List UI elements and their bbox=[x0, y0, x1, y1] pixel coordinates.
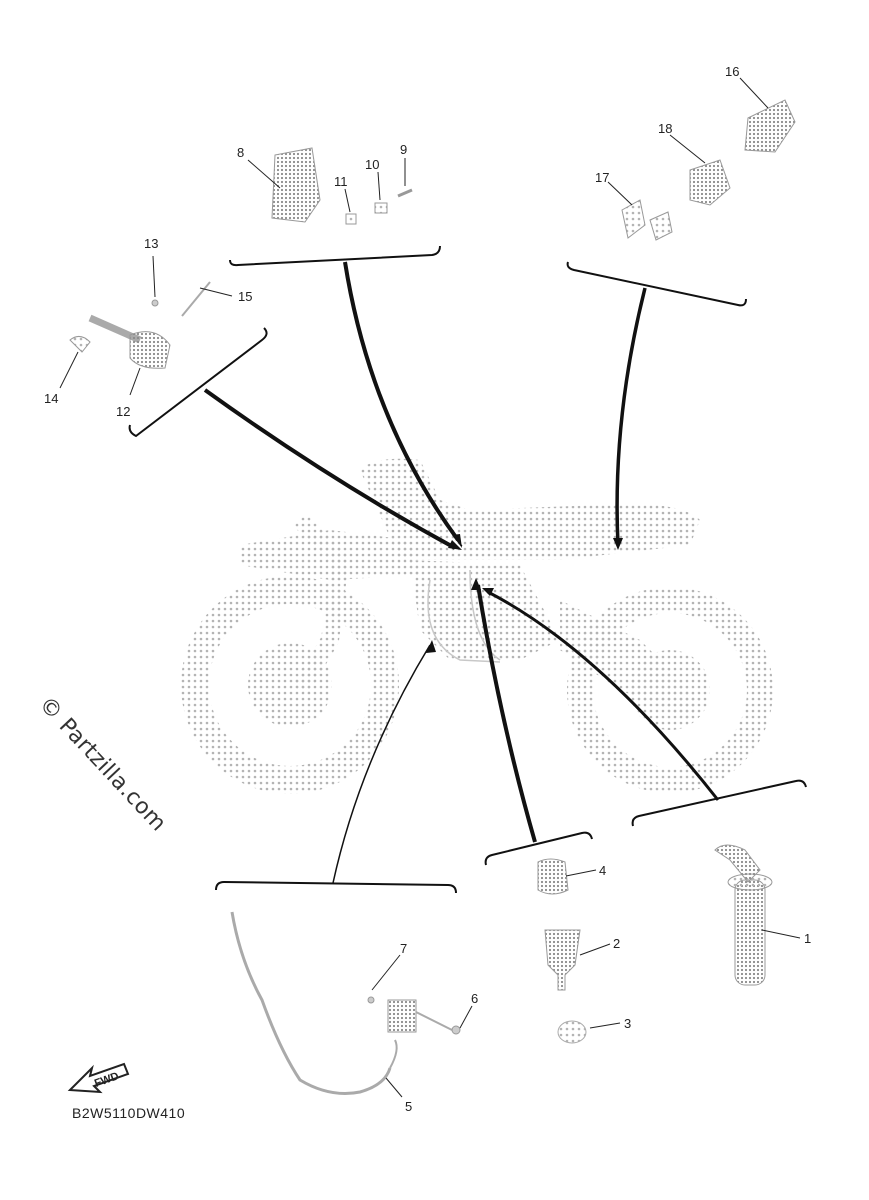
callout-13: 13 bbox=[144, 236, 158, 251]
callout-18: 18 bbox=[658, 121, 672, 136]
part-12-15-handlebar-switch bbox=[69, 281, 211, 369]
callout-2: 2 bbox=[613, 936, 620, 951]
callout-1: 1 bbox=[804, 931, 811, 946]
callout-9: 9 bbox=[400, 142, 407, 157]
callout-numbers: 1 2 3 4 5 6 7 8 9 10 11 12 13 14 15 16 1… bbox=[44, 64, 811, 1114]
part-9-11-fasteners bbox=[345, 188, 413, 225]
callout-15: 15 bbox=[238, 289, 252, 304]
callout-16: 16 bbox=[725, 64, 739, 79]
callout-14: 14 bbox=[44, 391, 58, 406]
callout-5: 5 bbox=[405, 1099, 412, 1114]
part-4-cover bbox=[537, 858, 569, 895]
leader-lines bbox=[203, 261, 720, 884]
callout-brackets bbox=[128, 245, 807, 894]
fwd-arrow-icon: FWD bbox=[67, 1062, 130, 1094]
part-8-module bbox=[271, 147, 321, 223]
motorcycle-silhouette bbox=[181, 458, 773, 794]
callout-10: 10 bbox=[365, 157, 379, 172]
callout-3: 3 bbox=[624, 1016, 631, 1031]
callout-17: 17 bbox=[595, 170, 609, 185]
callout-6: 6 bbox=[471, 991, 478, 1006]
callout-7: 7 bbox=[400, 941, 407, 956]
callout-11: 11 bbox=[334, 174, 348, 189]
part-1-throttle-grip bbox=[714, 844, 773, 986]
callout-leaders bbox=[59, 77, 801, 1098]
part-17-clip bbox=[621, 199, 673, 241]
part-6-7-switch-assembly bbox=[367, 996, 461, 1035]
part-5-wire-harness bbox=[230, 911, 398, 1095]
callout-12: 12 bbox=[116, 404, 130, 419]
part-3-cap bbox=[557, 1020, 587, 1044]
part-18-bracket bbox=[689, 159, 731, 206]
part-16-relay bbox=[744, 99, 796, 153]
callout-8: 8 bbox=[237, 145, 244, 160]
part-2-switch bbox=[544, 929, 581, 991]
leader-arrowheads bbox=[426, 534, 623, 653]
diagram-code: B2W5110DW410 bbox=[72, 1105, 186, 1121]
callout-4: 4 bbox=[599, 863, 606, 878]
